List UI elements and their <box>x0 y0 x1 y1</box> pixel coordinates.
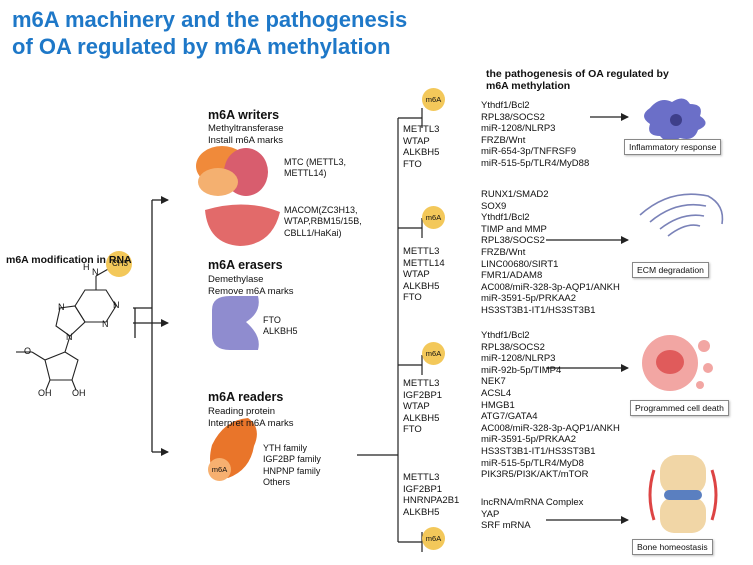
group-1-targets: Ythdf1/Bcl2 RPL38/SOCS2 miR-1208/NLRP3 F… <box>481 100 590 169</box>
knee-joint-illustration <box>648 455 718 533</box>
group-1-m6a-badge: m6A <box>422 88 445 111</box>
erasers-title: m6A erasers <box>208 258 283 272</box>
group-2-targets: RUNX1/SMAD2 SOX9 Ythdf1/Bcl2 TIMP and MM… <box>481 189 620 316</box>
mtc-complex-shape <box>196 146 268 196</box>
readers-list: YTH family IGF2BP family HNPNP family Ot… <box>263 443 321 487</box>
atom-oh-3: OH <box>38 388 52 398</box>
group-1-enzymes: METTL3 WTAP ALKBH5 FTO <box>403 124 440 170</box>
pathogenesis-title: the pathogenesis of OA regulated by m6A … <box>486 68 669 92</box>
erasers-list: FTO ALKBH5 <box>263 315 298 337</box>
erasers-subtitle-1: Demethylase <box>208 274 264 285</box>
mtc-label: MTC (METTL3, METTL14) <box>284 157 346 179</box>
effect-ecm-degradation: ECM degradation <box>632 262 709 278</box>
group-3-enzymes: METTL3 IGF2BP1 WTAP ALKBH5 FTO <box>403 378 443 436</box>
atom-n-3: N <box>102 319 109 329</box>
group-4-targets: lncRNA/mRNA Complex YAP SRF mRNA <box>481 497 584 532</box>
group-4-enzymes: METTL3 IGF2BP1 HNRNPA2B1 ALKBH5 <box>403 472 460 518</box>
group-4-m6a-badge: m6A <box>422 527 445 550</box>
group-3-targets: Ythdf1/Bcl2 RPL38/SOCS2 miR-1208/NLRP3 m… <box>481 330 620 481</box>
erasers-subtitle-2: Remove m6A marks <box>208 286 294 297</box>
macrophage-nucleus <box>670 114 682 126</box>
readers-title: m6A readers <box>208 390 284 404</box>
writers-subtitle-2: Install m6A marks <box>208 135 283 146</box>
reader-m6a-badge: m6A <box>208 458 231 481</box>
apoptotic-cell-illustration <box>642 335 713 391</box>
title-line-1: m6A machinery and the pathogenesis <box>12 7 408 32</box>
atom-n-7: N <box>58 302 65 312</box>
page-title: m6A machinery and the pathogenesis of OA… <box>12 6 407 60</box>
macom-label: MACOM(ZC3H13, WTAP,RBM15/15B, CBLL1/HaKa… <box>284 205 362 238</box>
group-2-m6a-badge: m6A <box>422 206 445 229</box>
readers-subtitle-2: Interpret m6A marks <box>208 418 294 429</box>
atom-n-1: N <box>113 300 120 310</box>
effect-inflammatory-response: Inflammatory response <box>624 139 722 155</box>
group-3-m6a-badge: m6A <box>422 342 445 365</box>
left-connector-lines <box>133 196 169 456</box>
writers-title: m6A writers <box>208 108 280 122</box>
readers-subtitle-1: Reading protein <box>208 406 276 417</box>
atom-n-9: N <box>66 332 73 342</box>
adenosine-molecule <box>16 267 117 391</box>
atom-oh-2: OH <box>72 388 86 398</box>
atom-o-5: O <box>24 346 32 356</box>
right-connector-lines <box>357 108 423 552</box>
methyl-label: CH3 <box>112 259 129 268</box>
methyl-group-highlight <box>106 251 132 277</box>
effect-arrows <box>546 113 629 524</box>
effect-bone-homeostasis: Bone homeostasis <box>632 539 713 555</box>
cartilage-illustration <box>639 193 724 237</box>
writers-subtitle-1: Methyltransferase <box>208 123 284 134</box>
eraser-protein-shape <box>212 296 259 350</box>
title-line-2: of OA regulated by m6A methylation <box>12 34 391 59</box>
group-2-enzymes: METTL3 METTL14 WTAP ALKBH5 FTO <box>403 246 445 304</box>
effect-programmed-cell-death: Programmed cell death <box>630 400 729 416</box>
modification-label: m6A modification in RNA <box>6 254 132 266</box>
macom-complex-shape <box>205 204 280 246</box>
atom-n-amine: N <box>92 267 99 277</box>
atom-h: H <box>83 262 90 272</box>
